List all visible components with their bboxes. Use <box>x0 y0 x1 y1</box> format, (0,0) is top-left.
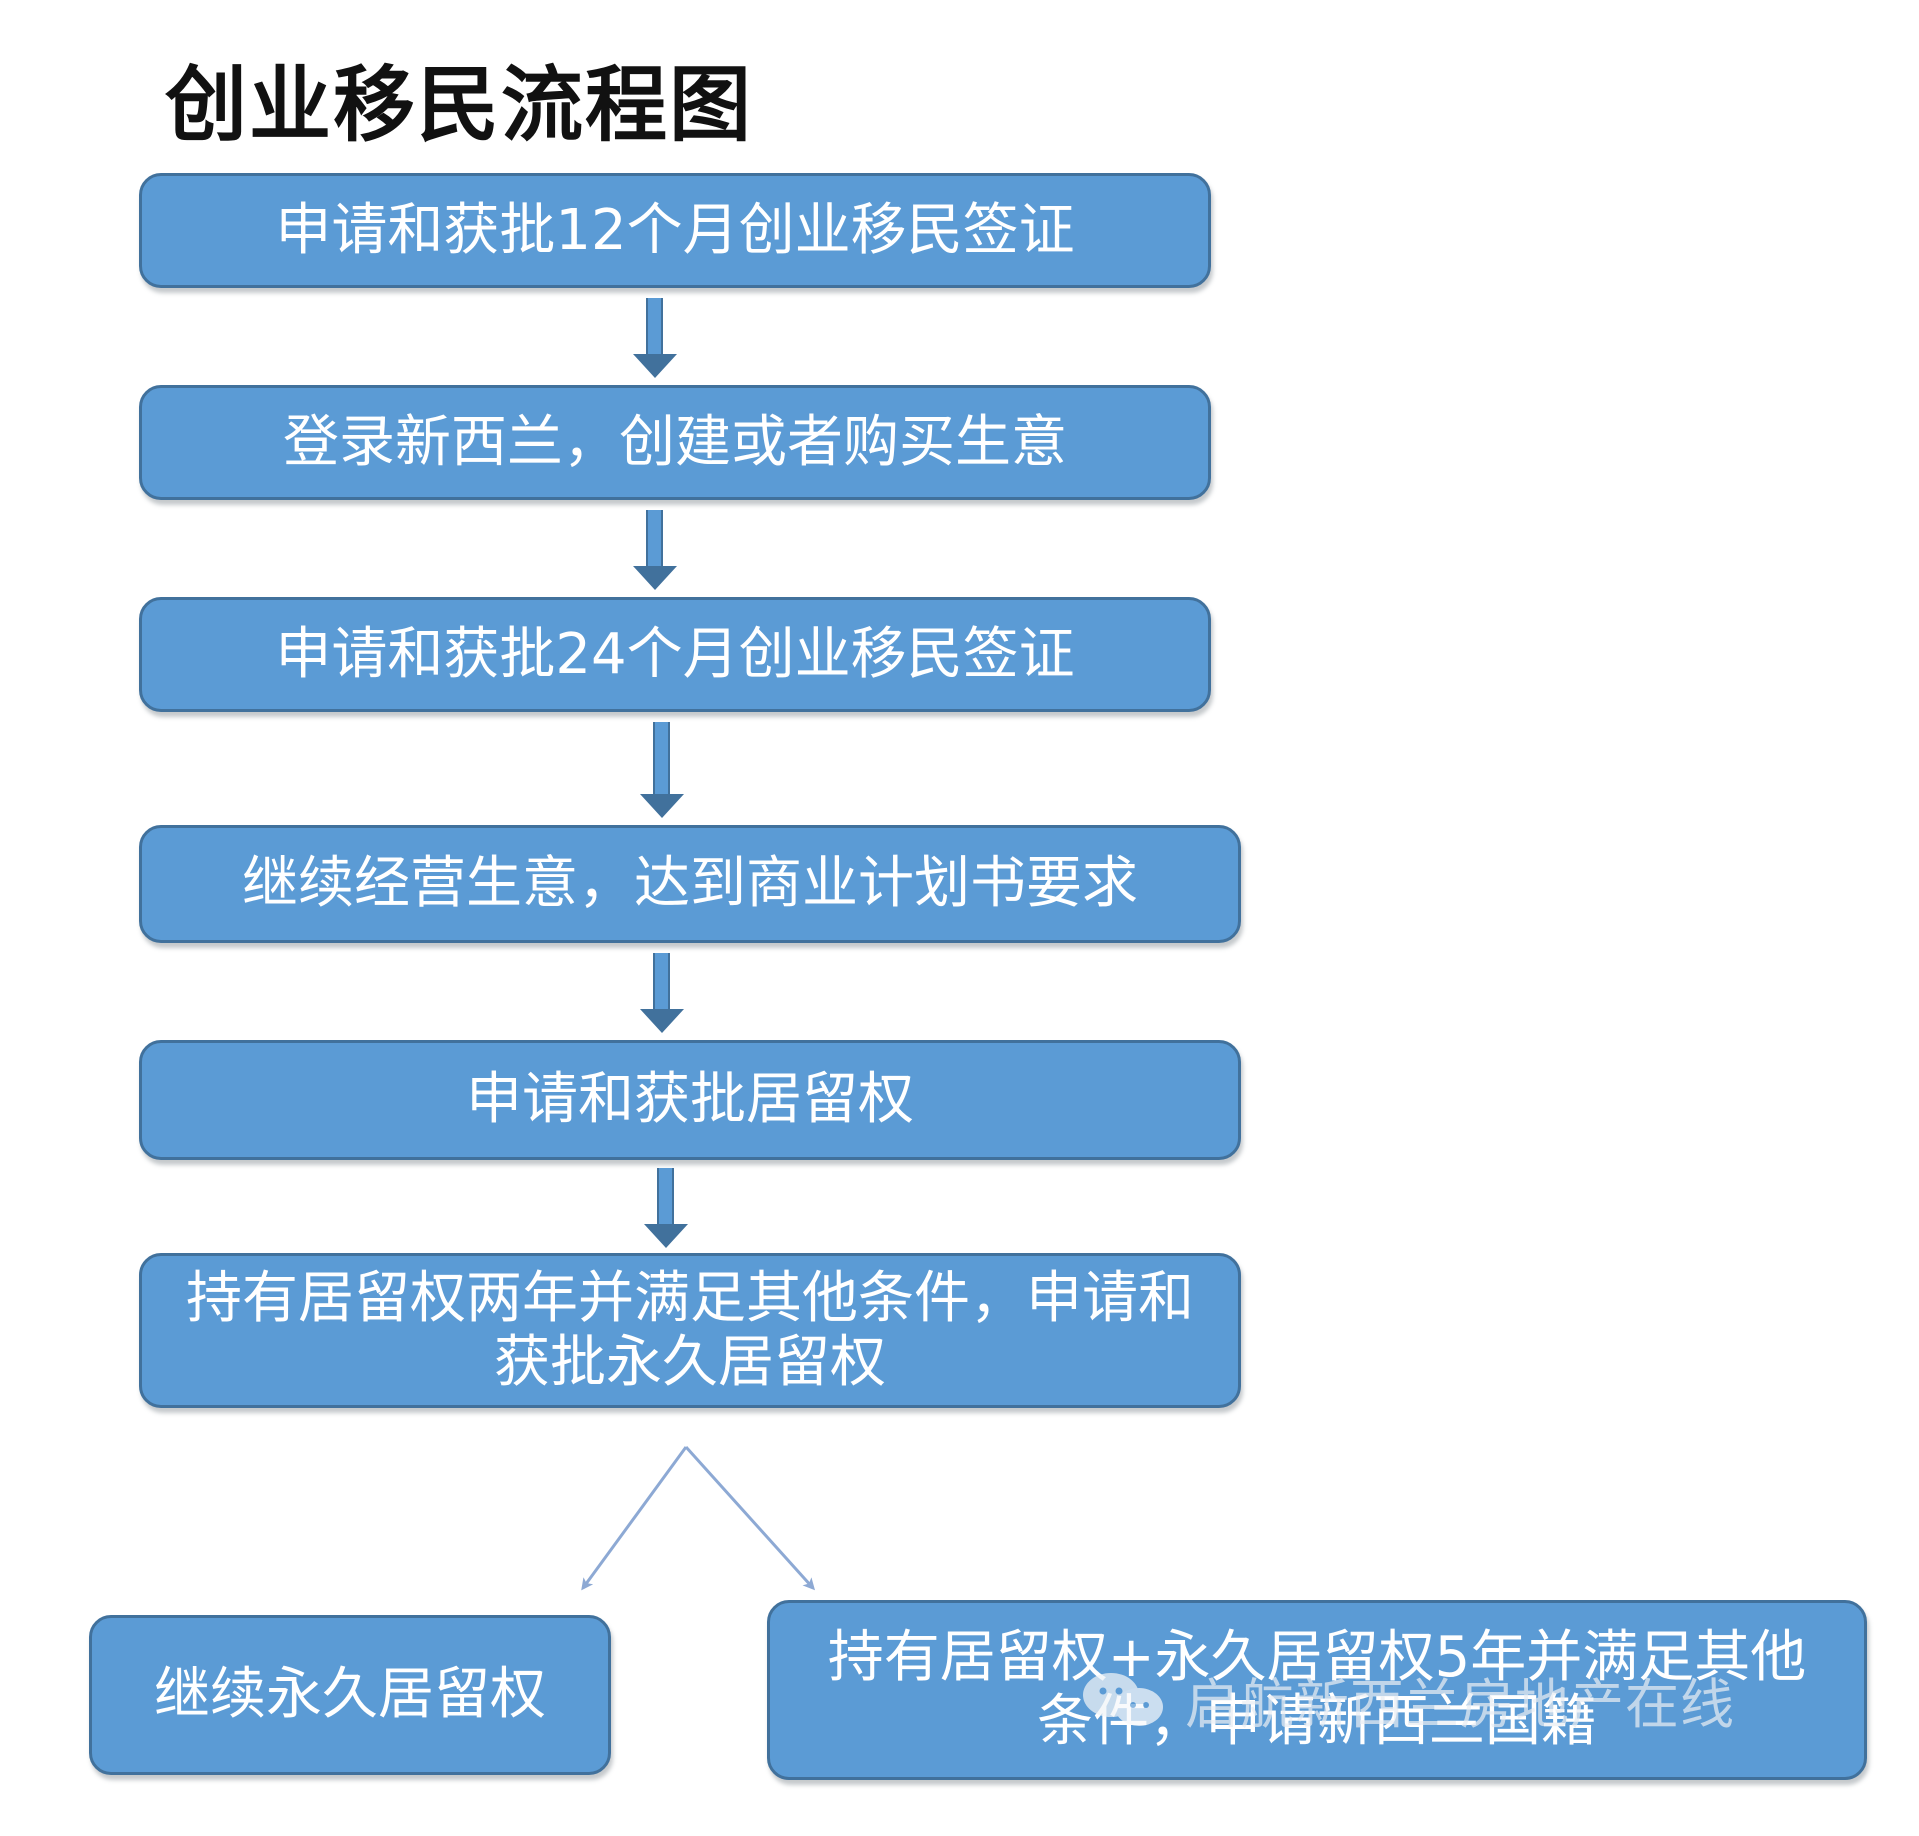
step-3-box: 申请和获批24个月创业移民签证 <box>139 597 1211 712</box>
down-arrow-4 <box>640 953 684 1033</box>
wechat-icon <box>1083 1672 1163 1726</box>
step-6-label: 持有居留权两年并满足其他条件，申请和获批永久居留权 <box>186 1265 1194 1395</box>
outcome-left-label: 继续永久居留权 <box>154 1662 546 1728</box>
step-5-label: 申请和获批居留权 <box>466 1067 914 1133</box>
step-3-label: 申请和获批24个月创业移民签证 <box>275 621 1075 687</box>
step-1-box: 申请和获批12个月创业移民签证 <box>139 173 1211 288</box>
outcome-left-box: 继续永久居留权 <box>89 1615 611 1775</box>
outcome-right-box: 持有居留权+永久居留权5年并满足其他条件，申请新西兰国籍 <box>767 1600 1867 1780</box>
step-2-box: 登录新西兰，创建或者购买生意 <box>139 385 1211 500</box>
watermark-text: 启航新西兰房地产在线 <box>1185 1673 1735 1736</box>
branch-arrow-right <box>684 1445 816 1591</box>
branch-arrow-left <box>581 1446 688 1591</box>
down-arrow-1 <box>633 298 677 378</box>
page-title: 创业移民流程图 <box>165 58 754 153</box>
step-5-box: 申请和获批居留权 <box>139 1040 1241 1160</box>
step-4-box: 继续经营生意，达到商业计划书要求 <box>139 825 1241 943</box>
step-6-box: 持有居留权两年并满足其他条件，申请和获批永久居留权 <box>139 1253 1241 1408</box>
down-arrow-2 <box>633 510 677 590</box>
step-1-label: 申请和获批12个月创业移民签证 <box>275 197 1075 263</box>
down-arrow-5 <box>644 1168 688 1248</box>
step-2-label: 登录新西兰，创建或者购买生意 <box>283 409 1067 475</box>
down-arrow-3 <box>640 722 684 818</box>
step-4-label: 继续经营生意，达到商业计划书要求 <box>242 851 1138 917</box>
watermark: 启航新西兰房地产在线 <box>1075 1660 1735 1739</box>
